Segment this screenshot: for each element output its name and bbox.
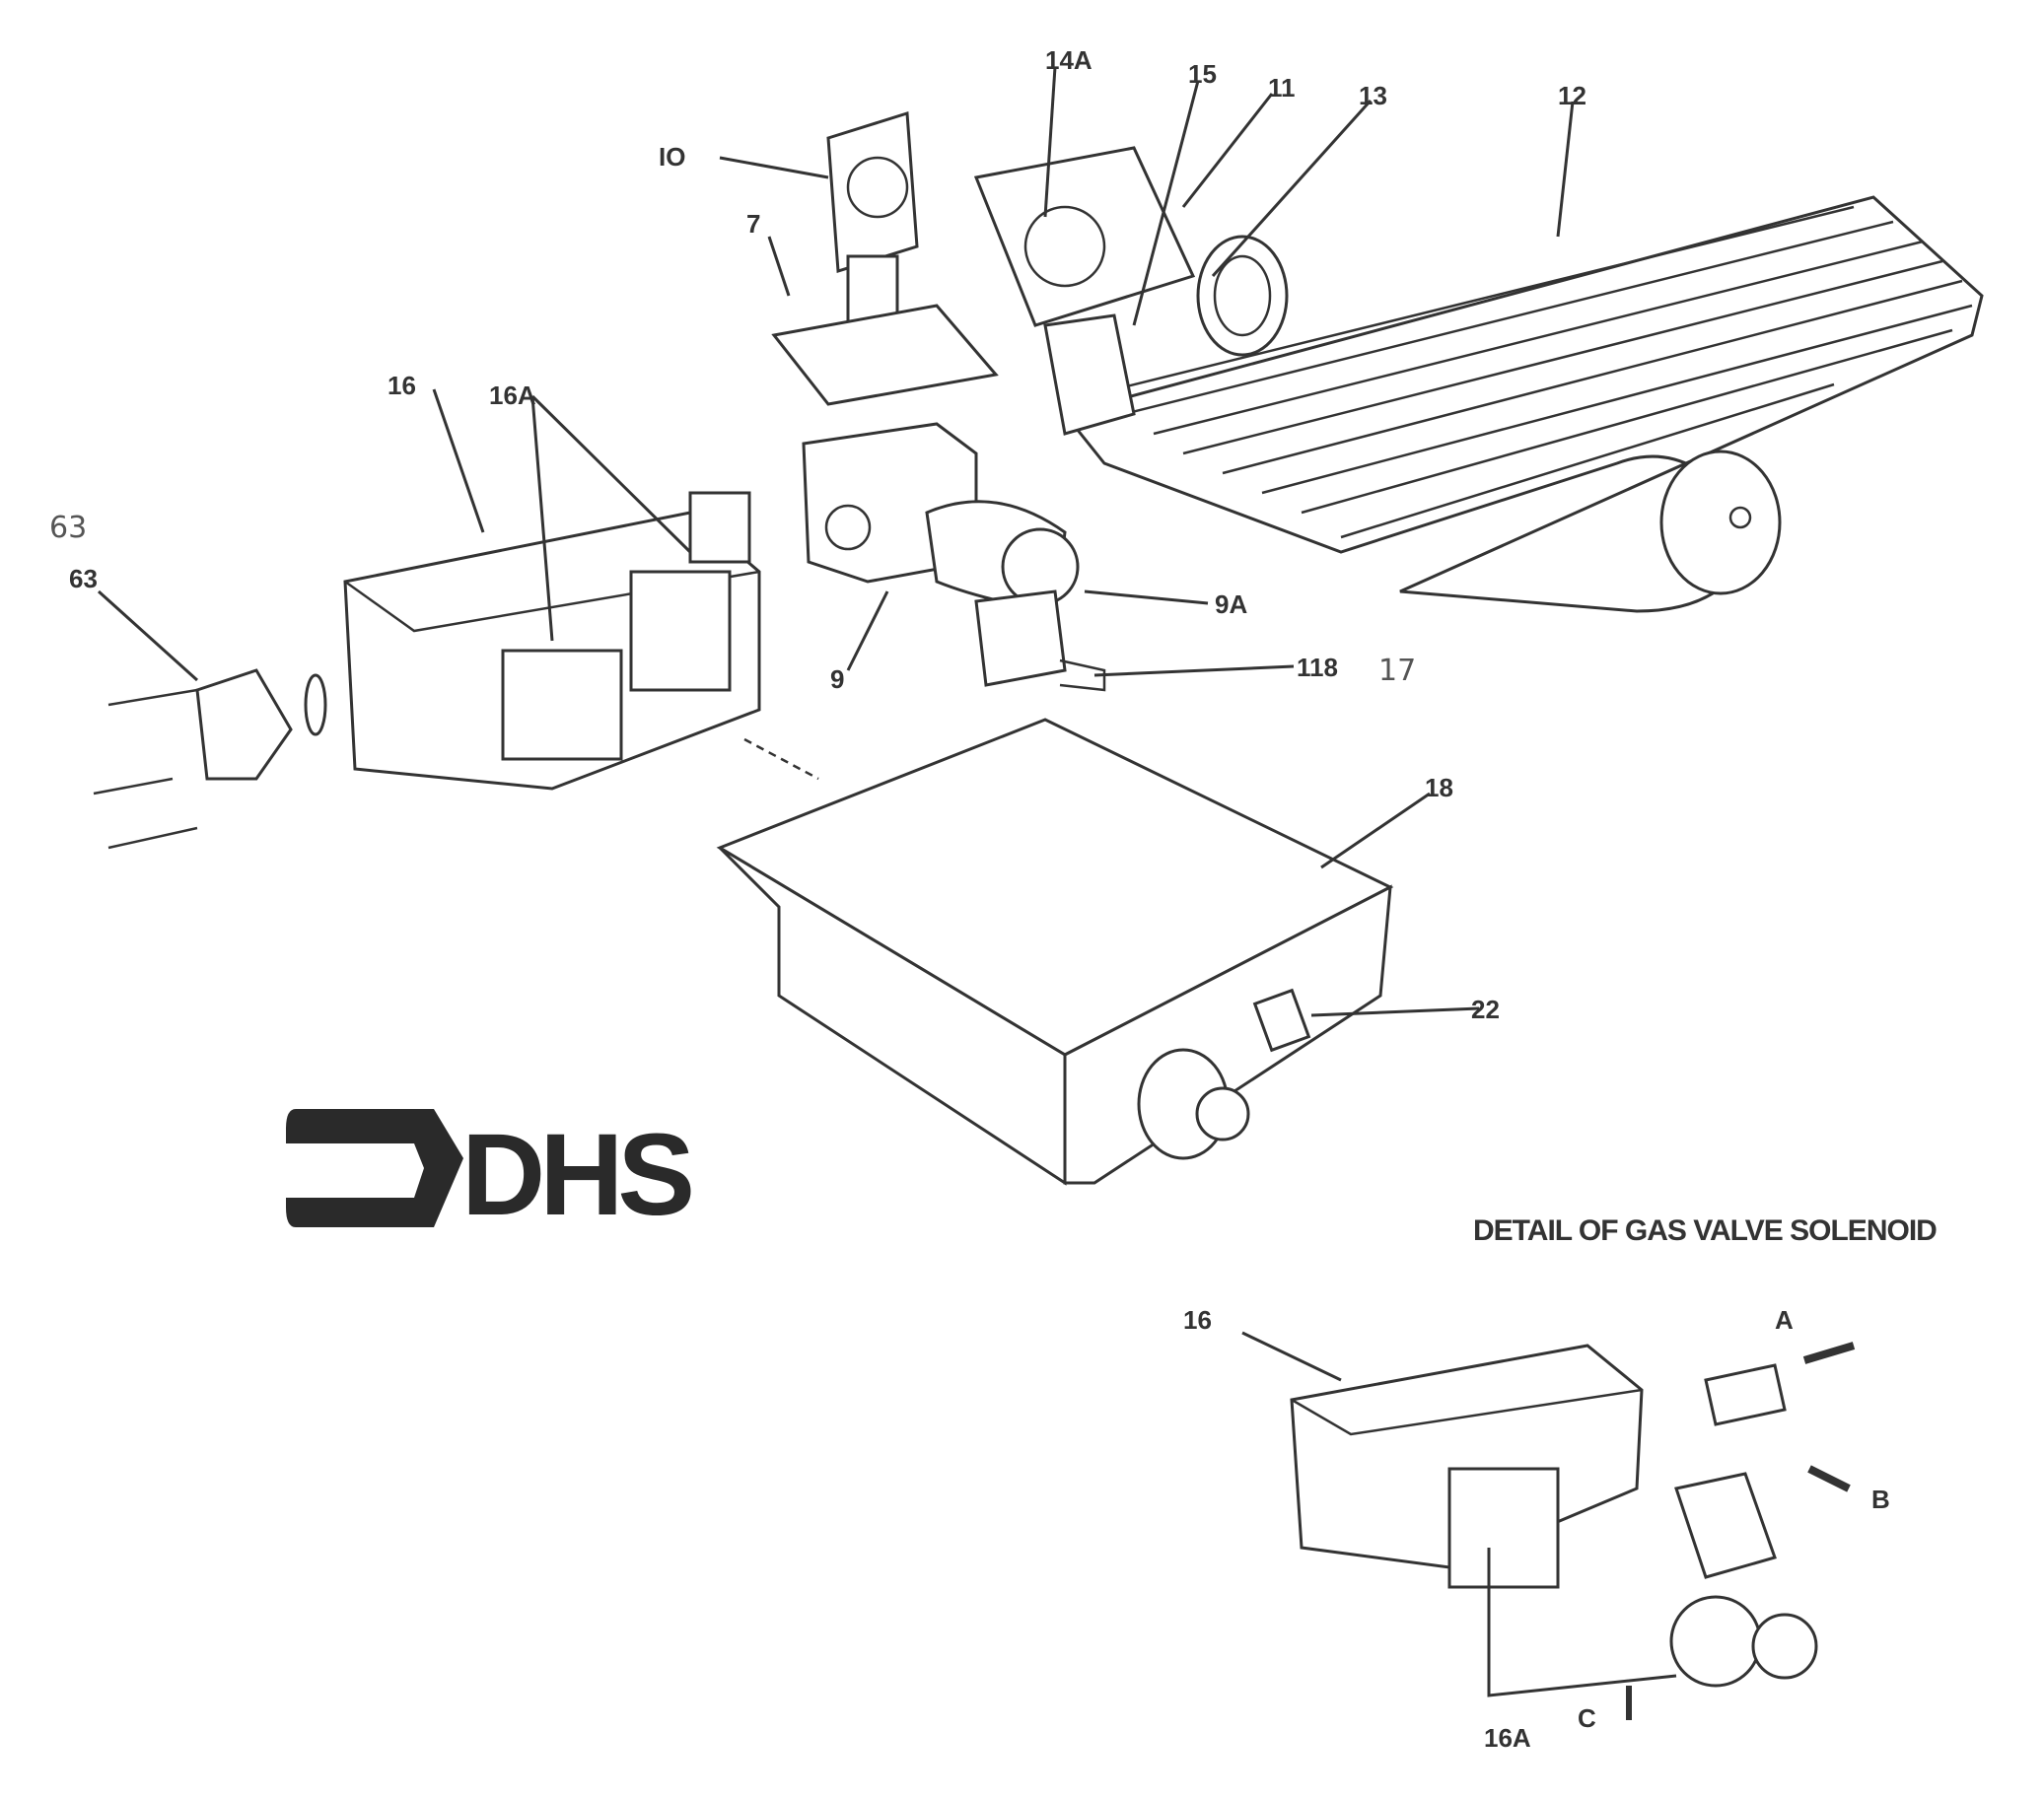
detail-callout-C: C bbox=[1578, 1703, 1596, 1733]
callout-118: 118 bbox=[1297, 653, 1338, 682]
callout-63-handwritten: 63 bbox=[49, 511, 87, 545]
callout-7: 7 bbox=[746, 209, 760, 239]
callout-18: 18 bbox=[1425, 773, 1453, 802]
gas-valve-9 bbox=[802, 422, 1106, 692]
callouts: 14A 15 11 13 12 IO 7 16 16A 63 63 9A 9 1… bbox=[49, 45, 1938, 1753]
callout-10: IO bbox=[659, 142, 685, 172]
callout-11: 11 bbox=[1268, 73, 1296, 103]
callout-12: 12 bbox=[1558, 81, 1586, 110]
control-valve-16 bbox=[93, 491, 819, 850]
detail-gas-valve-solenoid bbox=[1241, 1331, 1856, 1720]
callout-13: 13 bbox=[1359, 81, 1387, 110]
callout-17-handwritten: 17 bbox=[1378, 654, 1416, 688]
callout-9A: 9A bbox=[1215, 589, 1247, 619]
detail-callout-16A: 16A bbox=[1484, 1723, 1531, 1753]
callout-14A: 14A bbox=[1045, 45, 1092, 75]
dhs-logo: DHS bbox=[286, 1109, 697, 1240]
callout-15: 15 bbox=[1188, 59, 1217, 89]
control-box-18 bbox=[716, 718, 1394, 1186]
detail-callout-B: B bbox=[1871, 1485, 1890, 1514]
callout-16: 16 bbox=[388, 371, 416, 400]
detail-callout-A: A bbox=[1775, 1305, 1794, 1335]
logo-text: DHS bbox=[461, 1110, 691, 1240]
callout-63: 63 bbox=[69, 564, 98, 593]
fan-motor-assembly bbox=[771, 111, 1289, 436]
callout-22: 22 bbox=[1471, 995, 1500, 1024]
burner-assembly bbox=[1062, 195, 1984, 613]
callout-9: 9 bbox=[830, 664, 844, 694]
callout-16A: 16A bbox=[489, 381, 536, 410]
detail-title: DETAIL OF GAS VALVE SOLENOID bbox=[1473, 1214, 1937, 1247]
leader-lines bbox=[97, 66, 1575, 1017]
detail-callout-16: 16 bbox=[1183, 1305, 1212, 1335]
